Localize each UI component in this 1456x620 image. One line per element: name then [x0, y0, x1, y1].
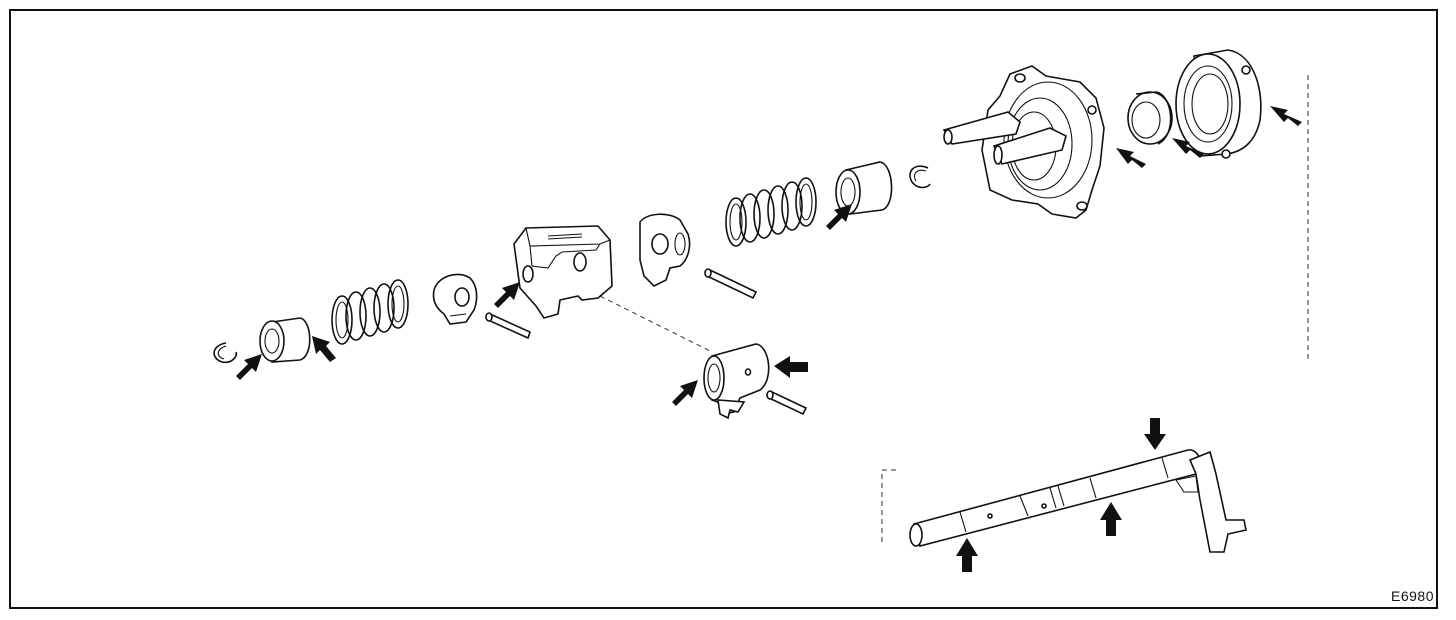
snap-ring-left: [213, 342, 238, 364]
cover: [1175, 49, 1262, 159]
arrow-10: [1144, 418, 1166, 450]
snap-ring-right: [909, 165, 931, 189]
spring-right: [725, 177, 817, 247]
arrow-6: [1172, 138, 1204, 158]
spring-left: [331, 279, 409, 345]
bush-right: [835, 161, 893, 215]
arrow-2: [312, 336, 336, 362]
shift-shaft: [909, 449, 1247, 553]
arrow-8: [672, 380, 698, 406]
arrow-5: [1116, 148, 1146, 168]
arrow-4: [826, 204, 852, 230]
arrow-11: [1100, 502, 1122, 536]
selector-cam-left: [432, 273, 478, 325]
selector-cam-right: [639, 213, 691, 287]
arrow-1: [236, 354, 262, 380]
alignment-line-shaft: [881, 469, 896, 542]
arrows: [236, 106, 1302, 572]
bush-left: [259, 317, 311, 363]
arrow-9: [774, 356, 808, 378]
alignment-line-finger: [591, 291, 713, 353]
shift-finger: [703, 343, 770, 420]
roll-pin-2: [704, 268, 758, 300]
oil-seal: [1127, 91, 1173, 145]
shift-block: [513, 225, 613, 319]
arrow-7: [1270, 106, 1302, 126]
roll-pin-3: [766, 390, 808, 416]
arrow-3: [494, 282, 520, 308]
roll-pin-1: [485, 312, 531, 340]
figure-frame: [9, 9, 1438, 609]
housing-flange: [942, 65, 1105, 219]
figure-reference-code: E6980: [1391, 588, 1434, 604]
arrow-12: [956, 538, 978, 572]
